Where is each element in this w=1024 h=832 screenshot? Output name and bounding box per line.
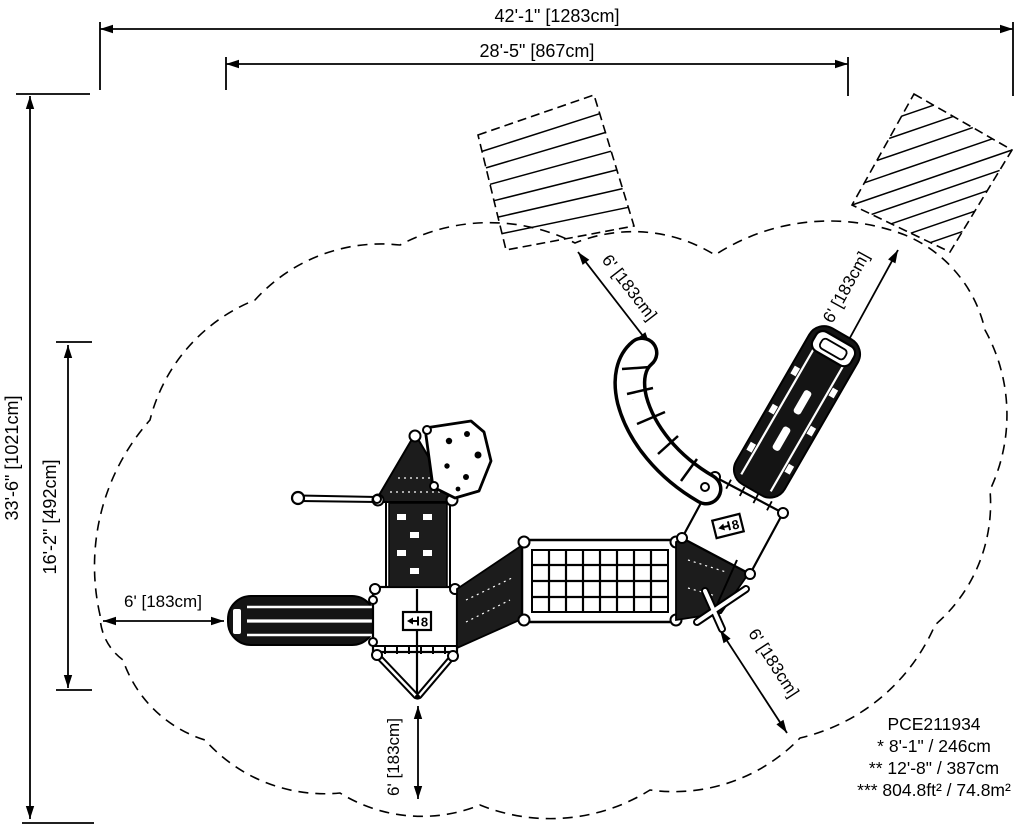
dim-use-zone-top-right-label: 6' [183cm] <box>819 249 873 326</box>
badge-arrow-icon <box>718 523 725 531</box>
rock-climb-panel <box>422 419 493 500</box>
badge-arrow-icon <box>407 617 413 625</box>
left-double-slide <box>227 595 376 646</box>
note-highest-point: ** 12'-8" / 387cm <box>869 758 999 778</box>
dim-overall-depth: 33'-6" [1021cm] <box>2 93 94 824</box>
arch-climber <box>613 336 723 506</box>
note-fall-height: * 8'-1" / 246cm <box>877 736 991 756</box>
stair-ramp <box>385 502 451 588</box>
dim-overall-depth-label: 33'-6" [1021cm] <box>2 396 22 521</box>
dim-overall-width-label: 42'-1" [1283cm] <box>495 6 620 26</box>
dim-use-zone-left-label: 6' [183cm] <box>124 592 202 611</box>
dim-use-zone-top-center-label: 6' [183cm] <box>598 251 661 324</box>
hatch-area-top-right <box>850 92 1014 254</box>
dim-inner-width-label: 28'-5" [867cm] <box>480 41 595 61</box>
balance-bars <box>693 585 750 633</box>
note-use-zone-area: *** 804.8ft² / 74.8m² <box>857 780 1011 800</box>
dim-use-zone-bottom-label: 6' [183cm] <box>384 718 403 796</box>
v-climber <box>371 649 459 700</box>
dim-inner-depth: 16'-2" [492cm] <box>40 341 92 691</box>
horizontal-bar <box>290 490 382 506</box>
deck-badge-left: 8 <box>401 610 433 632</box>
deck-badge-left-number: 8 <box>421 615 428 630</box>
dim-overall-width: 42'-1" [1283cm] <box>99 6 1014 96</box>
dim-inner-width: 28'-5" [867cm] <box>225 41 849 96</box>
dim-use-zone-left: 6' [183cm] <box>103 592 224 626</box>
left-deck: 8 <box>368 583 461 696</box>
deck-badge-right: 8 <box>710 512 746 540</box>
left-net-ramp <box>456 542 525 650</box>
dim-use-zone-bottom: 6' [183cm] <box>384 706 423 799</box>
dim-use-zone-bottom-right: 6' [183cm] <box>719 625 803 734</box>
deck-badge-right-number: 8 <box>730 517 741 533</box>
dim-use-zone-top-center: 6' [183cm] <box>577 251 661 346</box>
dim-use-zone-bottom-right-label: 6' [183cm] <box>744 625 802 701</box>
product-code: PCE211934 <box>887 714 980 734</box>
net-climber <box>517 535 683 627</box>
dim-inner-depth-label: 16'-2" [492cm] <box>40 460 60 575</box>
hatch-area-top-center <box>477 93 636 251</box>
use-zone-boundary <box>93 220 1008 820</box>
playground-structure: 8 <box>227 325 862 700</box>
info-block: PCE211934 * 8'-1" / 246cm ** 12'-8" / 38… <box>857 714 1011 800</box>
right-slide <box>732 325 862 499</box>
